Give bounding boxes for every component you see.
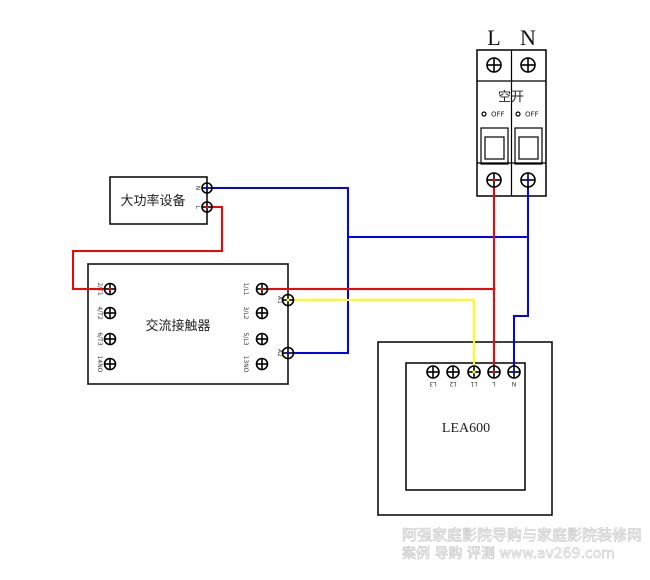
ac-contactor: 交流接触器 2/T1 4/T2 6/T3 14NO 1/L1 3/L2 5/L3…: [87, 263, 289, 385]
contactor-terminal-icon: [255, 306, 269, 320]
high-power-device: 大功率设备 N L: [109, 176, 208, 225]
watermark: 阿强家庭影院导购与家庭影院装修网 案例 导购 评测 www.av269.com: [402, 526, 643, 563]
contactor-terminal-icon: [103, 306, 117, 320]
contactor-terminal-label: 6/T3: [96, 332, 103, 346]
wire-endpoint: [260, 287, 264, 291]
breaker-pole-l-label: L: [487, 25, 500, 50]
control-wire-coil-to-l1: [288, 299, 475, 372]
breaker-terminal-icon: [486, 57, 502, 73]
neutral-wire-breaker-to-controller: [513, 180, 529, 372]
breaker-terminal-icon: [520, 57, 536, 73]
breaker-toggle-n: [514, 127, 543, 165]
contactor-terminal-label: 3/L2: [242, 307, 249, 320]
breaker-toggle-l: [480, 127, 509, 165]
watermark-line-2: 案例 导购 评测 www.av269.com: [402, 545, 615, 562]
wire-endpoint: [286, 298, 290, 302]
live-wire-device-to-contactor: [72, 206, 223, 290]
controller-terminal-icon: [446, 365, 460, 379]
contactor-coil-label-a1: A1: [276, 296, 283, 304]
controller-terminal-label: L: [492, 380, 496, 387]
controller-terminal-icon: [467, 365, 481, 379]
controller-terminal-label: L2: [449, 380, 456, 387]
neutral-wire-device-to-coil: [207, 187, 349, 354]
contactor-terminal-icon: [255, 357, 269, 371]
wire-endpoint: [492, 370, 496, 374]
breaker-name: 空开: [498, 90, 524, 105]
wire-endpoint: [108, 287, 112, 291]
wire-endpoint: [492, 287, 496, 291]
wires: [72, 180, 529, 372]
contactor-terminal-label: 5/L3: [242, 333, 249, 346]
contactor-body: [87, 263, 289, 385]
breaker-indicator-l: [481, 111, 487, 117]
wire-endpoint: [286, 351, 290, 355]
wire-endpoint: [492, 178, 496, 182]
breaker-off-label-l: OFF: [491, 111, 505, 119]
circuit-breaker: L N 空开 OFF OFF: [476, 25, 547, 197]
contactor-coil-label-a2: A2: [276, 349, 283, 357]
controller-inner-panel: [405, 362, 526, 491]
controller-terminal-label: L1: [470, 380, 477, 387]
controller-terminal-label: N: [512, 380, 517, 387]
contactor-name: 交流接触器: [145, 318, 210, 334]
controller-terminal-label: L3: [429, 380, 436, 387]
contactor-terminal-icon: [103, 357, 117, 371]
wire-endpoint: [472, 370, 476, 374]
watermark-line-1: 阿强家庭影院导购与家庭影院装修网: [402, 526, 642, 544]
wire-endpoint: [205, 205, 209, 209]
controller-terminal-icon: [426, 365, 440, 379]
contactor-terminal-label: 14NO: [96, 356, 103, 373]
device-name: 大功率设备: [120, 193, 185, 209]
terminals: [103, 57, 536, 379]
contactor-terminal-icon: [255, 332, 269, 346]
breaker-off-label-n: OFF: [525, 111, 539, 119]
wire-endpoint: [526, 178, 530, 182]
contactor-terminal-label: 4/T2: [96, 306, 103, 320]
device-body: [109, 176, 208, 225]
contactor-terminal-label: 1/L1: [242, 283, 249, 296]
contactor-terminal-label: 13NO: [242, 356, 249, 373]
contactor-terminal-icon: [103, 332, 117, 346]
breaker-indicator-n: [515, 111, 521, 117]
breaker-pole-n-label: N: [520, 25, 536, 50]
wire-endpoint: [512, 370, 516, 374]
device-terminal-l-label: L: [194, 205, 201, 209]
controller-name: LEA600: [442, 421, 490, 436]
device-terminal-n-label: N: [194, 186, 201, 191]
wire-endpoint: [205, 186, 209, 190]
lea600-controller: LEA600 L3 L2 L1 L N: [377, 341, 553, 516]
